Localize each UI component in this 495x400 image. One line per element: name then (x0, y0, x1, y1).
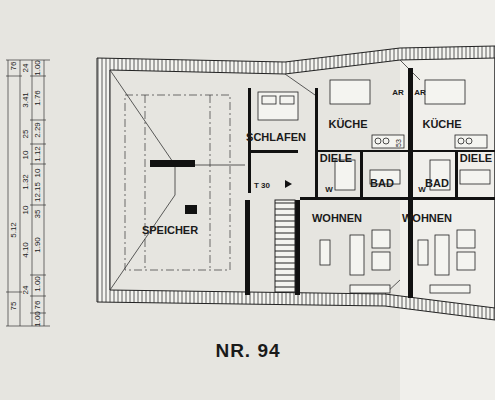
plan-title: NR. 94 (215, 341, 280, 360)
stair (275, 200, 295, 292)
dimension: 2.29 (34, 122, 42, 138)
dimension: 53 (395, 139, 402, 147)
chimney (150, 160, 195, 167)
dimension: 76 (10, 62, 18, 71)
room-name: BAD (425, 178, 449, 189)
dimension-chain (6, 60, 50, 326)
room-name: KÜCHE (422, 119, 461, 130)
room-abbrev: AR (392, 89, 404, 97)
roof-hips (110, 60, 420, 294)
room-name: BAD (370, 178, 394, 189)
dimension: 25 (22, 130, 30, 139)
dimension: 10 (34, 169, 42, 178)
dimension: 1.76 (34, 90, 42, 106)
dimension: 1.32 (22, 174, 30, 190)
walls (245, 68, 495, 298)
dimension: 1.12 (34, 146, 42, 162)
dimension: 12.15 (34, 182, 42, 202)
dimension: 1.90 (34, 237, 42, 253)
dimension: 24 (22, 64, 30, 73)
dimension: 10 (22, 206, 30, 215)
room-name: DIELE (320, 153, 352, 164)
dimension: 75 (10, 302, 18, 311)
appliance-mark: W (418, 186, 426, 194)
roof-hatch (185, 205, 197, 214)
knee-wall-lines (125, 95, 230, 270)
door-arrow (285, 180, 292, 188)
room-name: SCHLAFEN (246, 132, 306, 143)
furniture (258, 80, 490, 293)
dimension: 4.10 (22, 242, 30, 258)
room-name: KÜCHE (328, 119, 367, 130)
door-rating: T 30 (254, 182, 270, 190)
dimension: 1.00 (34, 276, 42, 292)
dimension: 24 (22, 286, 30, 295)
dimension: 1.00 (34, 60, 42, 76)
room-name: WOHNEN (312, 213, 362, 224)
room-name: SPEICHER (142, 225, 198, 236)
dimension: 1.00 (34, 311, 42, 327)
dimension: 10 (22, 151, 30, 160)
dimension: 76 (34, 301, 42, 310)
room-name: DIELE (460, 153, 492, 164)
room-abbrev: AR (414, 89, 426, 97)
roof-eaves-wall (97, 46, 495, 320)
dimension: 3.41 (22, 92, 30, 108)
dimension: 35 (34, 210, 42, 219)
appliance-mark: W (325, 186, 333, 194)
room-name: WOHNEN (402, 213, 452, 224)
dimension: 5.12 (10, 222, 18, 238)
